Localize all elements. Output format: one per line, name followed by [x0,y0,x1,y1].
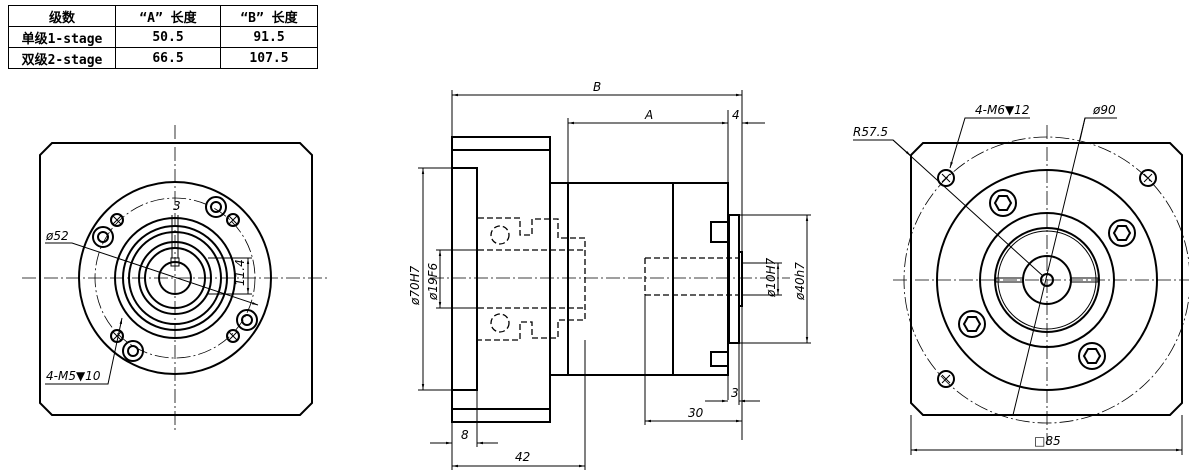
drawing-line [45,242,259,306]
drawing-line [1012,117,1117,416]
drawing-line [949,117,1030,169]
drawing-line [122,340,144,362]
socket-head-screws [958,189,1136,370]
drawing-line [937,370,955,388]
drawing-line [994,227,1100,333]
drawing-line [1143,173,1153,183]
rear-housing-outline [910,142,1183,416]
drawing-line [958,310,986,338]
drawing-line [210,201,222,213]
cell-a: 66.5 [115,47,221,69]
drawing-line [936,169,1158,391]
cell-stage: 双级2-stage [8,47,116,69]
dim-output-label: ø40h7 [793,262,807,301]
drawing-line [962,316,982,332]
drawing-line [228,215,238,225]
key-width-label: 3 [173,199,181,213]
drawing-line [1108,219,1136,247]
drawing-line [112,331,122,341]
table-row: 双级2-stage 66.5 107.5 [8,47,318,69]
front-housing-outline [39,142,313,416]
drawing-line [993,195,1013,211]
rear-view: R57.5 4-M6▼12 ø90 □85 [853,103,1189,455]
rear-bolt-holes [937,169,1157,388]
dim-shaft-label: ø10H7 [764,257,778,298]
drawing-line [1082,348,1102,364]
drawing-line [158,261,192,295]
drawing-line [144,247,206,309]
drawing-line [114,217,236,339]
drawing-line [228,331,238,341]
drawing-line [226,213,240,227]
cell-b: 107.5 [220,47,318,69]
drawing-line [490,313,510,333]
drawing-line [1112,225,1132,241]
drawing-line [941,173,951,183]
drawing-line [710,351,729,367]
radius-label: R57.5 [853,125,888,139]
drawing-line [490,225,510,245]
drawing-line [997,230,1097,330]
dim-b-label: B [593,80,601,94]
drawing-line [94,197,256,359]
dim-8-label: 8 [461,428,469,442]
drawing-line [112,215,122,225]
drawing-line [127,345,139,357]
drawing-line [892,139,912,157]
dim-bore-label: ø19F6 [426,262,440,301]
side-view: B A 4 ø70H7 ø19F6 ø10H7 ø40h7 3 30 8 42 [408,80,811,470]
pcd-label-front: ø52 [45,229,69,243]
pcd-label-rear: ø90 [1092,103,1116,117]
tap-label-front: 4-M5▼10 [46,369,101,383]
key-height-label: 11.4 [233,259,247,286]
front-flange-circle [78,181,272,375]
square-label: □85 [1034,434,1061,448]
drawing-line [236,309,258,331]
dim-pilot-label: ø70H7 [408,265,422,306]
drawing-line [138,241,212,315]
drawing-line [979,212,1115,348]
drawing-line [941,374,951,384]
drawing-line [710,221,729,243]
cell-a: 50.5 [115,26,221,48]
drawing-line [110,213,124,227]
drawing-line [989,189,1017,217]
drawing-line [128,231,222,325]
drawing-line [45,317,123,385]
drawing-line [1139,169,1157,187]
drawing-line [170,257,180,267]
drawing-line [550,182,569,376]
spec-table: 级数 “A” 长度 “B” 长度 单级1-stage 50.5 91.5 双级2… [8,5,318,69]
drawing-line [226,329,240,343]
drawing-line [452,167,478,391]
table-row: 单级1-stage 50.5 91.5 [8,26,318,48]
dim-30-label: 30 [688,406,704,420]
drawing-line [122,225,228,331]
dim-42-label: 42 [515,450,530,464]
drawing-line [995,277,1024,283]
tap-label-rear: 4-M6▼12 [975,103,1029,117]
drawing-line [937,169,955,187]
drawing-line [1070,277,1099,283]
drawing-line [92,226,114,248]
dim-3-label: 3 [731,386,739,400]
drawing-line [1079,117,1086,141]
output-flange [728,214,740,344]
drawing-line [478,217,586,341]
input-flange [451,136,551,423]
gearbox-body [567,182,729,376]
drawing-line [205,196,227,218]
drawing-line [1078,342,1106,370]
drawing-line [97,231,109,243]
front-bolt-holes [92,196,258,362]
dim-4-label: 4 [732,108,740,122]
drawing-line [241,314,253,326]
front-view: ø52 4-M5▼10 3 11.4 [22,125,330,433]
dim-a-label: A [644,108,653,122]
